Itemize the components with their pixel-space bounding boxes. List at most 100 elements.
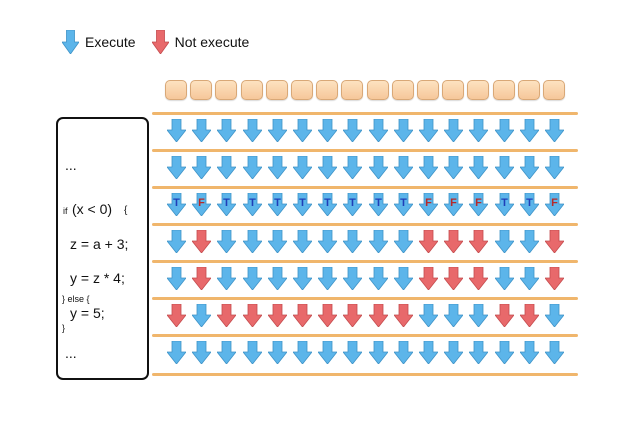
thread-block <box>366 80 389 100</box>
execute-arrow-icon <box>267 267 287 290</box>
execute-arrow-icon <box>494 119 514 142</box>
execute-arrow-icon <box>494 230 514 253</box>
code-condition: (x < 0) <box>72 201 113 217</box>
execute-arrow-icon <box>393 230 413 253</box>
execute-arrow-icon <box>393 119 413 142</box>
branch-outcome-label: F <box>476 197 483 209</box>
execute-arrow-icon <box>293 267 312 290</box>
execute-arrow-icon <box>469 156 489 179</box>
execute-arrow-icon <box>192 341 212 364</box>
execute-arrow-icon <box>267 156 287 179</box>
code-close-brace: } <box>62 323 66 333</box>
not-execute-arrow-icon <box>469 267 489 290</box>
execute-arrow-icon <box>343 156 363 179</box>
not-execute-arrow-icon <box>343 304 363 327</box>
execute-arrow-icon <box>293 341 312 364</box>
execute-arrow-icon <box>519 119 539 142</box>
thread-block <box>391 80 414 100</box>
execute-arrow-icon <box>519 156 539 179</box>
execute-arrow-icon <box>545 304 564 327</box>
execute-arrow-icon <box>368 119 388 142</box>
execute-arrow-icon <box>519 230 539 253</box>
thread-block <box>165 80 187 100</box>
execute-arrow-icon: T <box>393 193 413 216</box>
thread-block <box>492 80 515 100</box>
execute-arrow-icon <box>519 341 539 364</box>
execute-arrow-icon <box>242 267 262 290</box>
execute-arrow-icon <box>293 156 312 179</box>
legend-execute: Execute <box>62 30 136 54</box>
code-ellipsis-top: ... <box>65 157 77 173</box>
not-execute-arrow-icon <box>469 230 489 253</box>
legend-execute-label: Execute <box>85 34 136 50</box>
legend-not-execute-label: Not execute <box>174 34 250 50</box>
thread-block <box>265 80 288 100</box>
thread-block <box>240 80 263 100</box>
code-box: ... if (x < 0) { z = a + 3; y = z * 4; }… <box>56 117 149 380</box>
execute-arrow-icon: T <box>494 193 514 216</box>
execute-arrow-icon: F <box>545 193 564 216</box>
execute-arrow-icon <box>444 341 464 364</box>
execute-arrow-icon <box>368 341 388 364</box>
execute-arrow-icon <box>318 230 338 253</box>
branch-outcome-label: F <box>425 197 432 209</box>
not-execute-arrow-icon <box>444 267 464 290</box>
execute-arrow-icon <box>217 156 237 179</box>
instruction-rail <box>152 112 578 115</box>
execute-arrow-icon <box>368 230 388 253</box>
execute-arrow-icon <box>469 341 489 364</box>
execute-arrow-icon: F <box>419 193 438 216</box>
not-execute-arrow-icon <box>368 304 388 327</box>
execute-arrow-icon <box>167 267 186 290</box>
branch-outcome-label: T <box>501 197 508 209</box>
execute-arrow-icon <box>444 119 464 142</box>
instruction-rail <box>152 334 578 337</box>
not-execute-arrow-icon <box>167 304 186 327</box>
thread-block <box>442 80 465 100</box>
code-if-keyword: if <box>63 206 68 216</box>
instruction-rail <box>152 297 578 300</box>
execute-arrow-icon: T <box>267 193 287 216</box>
execute-arrow-icon <box>419 341 438 364</box>
execute-arrow-icon <box>293 230 312 253</box>
execute-arrow-icon <box>343 230 363 253</box>
thread-block <box>517 80 540 100</box>
execute-arrow-icon <box>545 156 564 179</box>
execute-arrow-icon <box>242 230 262 253</box>
branch-outcome-label: T <box>400 197 407 209</box>
execute-arrow-icon: T <box>217 193 237 216</box>
execute-arrow-icon: T <box>293 193 312 216</box>
execute-arrow-icon <box>419 156 438 179</box>
not-execute-arrow-icon <box>419 230 438 253</box>
branch-outcome-label: T <box>375 197 382 209</box>
execute-arrow-icon <box>469 119 489 142</box>
not-execute-arrow-icon <box>217 304 237 327</box>
execute-arrow-icon <box>217 267 237 290</box>
execute-arrow-icon <box>494 341 514 364</box>
execute-arrow-icon <box>192 119 212 142</box>
not-execute-arrow-icon <box>519 304 539 327</box>
execute-arrow-icon <box>267 119 287 142</box>
thread-block <box>291 80 313 100</box>
execute-arrow-icon: T <box>519 193 539 216</box>
execute-arrow-icon <box>519 267 539 290</box>
execute-arrow-icon: F <box>469 193 489 216</box>
blue-down-arrow-icon <box>62 30 79 54</box>
not-execute-arrow-icon <box>545 267 564 290</box>
execute-arrow-icon <box>444 156 464 179</box>
code-line-y: y = z * 4; <box>70 270 125 286</box>
thread-block <box>316 80 339 100</box>
execute-arrow-icon <box>318 119 338 142</box>
execute-arrow-icon <box>242 156 262 179</box>
branch-outcome-label: T <box>274 197 281 209</box>
execute-arrow-icon <box>393 267 413 290</box>
execute-arrow-icon <box>242 341 262 364</box>
execute-arrow-icon <box>368 156 388 179</box>
execute-arrow-icon <box>343 119 363 142</box>
code-line-z: z = a + 3; <box>70 236 129 252</box>
instruction-rail <box>152 223 578 226</box>
execute-arrow-icon <box>494 267 514 290</box>
execute-arrow-icon <box>267 341 287 364</box>
execute-arrow-icon <box>545 119 564 142</box>
execute-arrow-icon <box>318 267 338 290</box>
